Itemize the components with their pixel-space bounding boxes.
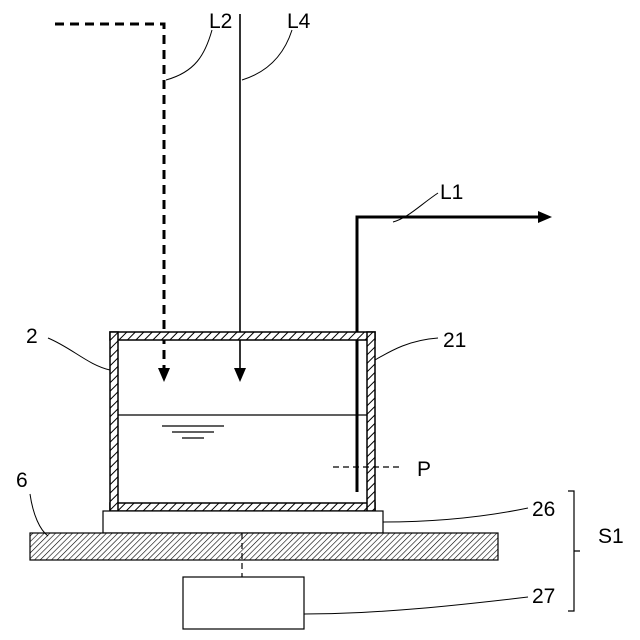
- label-l4: L4: [287, 10, 311, 33]
- tank-bottom-wall: [110, 503, 375, 511]
- liquid-level-icon: [162, 426, 224, 438]
- label-s1: S1: [598, 525, 624, 548]
- l2-leader: [166, 30, 212, 80]
- label-plate: 26: [532, 498, 555, 521]
- unit-box: [183, 577, 304, 629]
- tank-right-wall: [367, 332, 375, 511]
- tank-leader: [48, 338, 110, 370]
- label-l1: L1: [440, 181, 463, 204]
- base: [30, 533, 498, 560]
- label-unit: 27: [532, 585, 555, 608]
- l4-leader: [242, 30, 292, 80]
- label-p: P: [417, 458, 431, 481]
- tank: [110, 332, 375, 511]
- s1-bracket: [568, 491, 580, 611]
- line-l4: [234, 14, 246, 382]
- unit-leader: [304, 597, 528, 614]
- l1-arrow-icon: [538, 211, 552, 223]
- label-l2: L2: [209, 10, 232, 33]
- l4-arrow-icon: [234, 368, 246, 382]
- label-tank: 2: [26, 325, 38, 348]
- tank-left-wall: [110, 332, 118, 511]
- wall-leader: [375, 338, 438, 360]
- plate: [103, 511, 383, 533]
- l2-arrow-icon: [158, 368, 170, 382]
- plate-leader: [383, 508, 528, 522]
- base-leader: [30, 494, 48, 536]
- tank-top-wall: [110, 332, 375, 340]
- line-l2: [55, 24, 170, 382]
- label-wall: 21: [443, 329, 466, 352]
- label-base: 6: [16, 469, 28, 492]
